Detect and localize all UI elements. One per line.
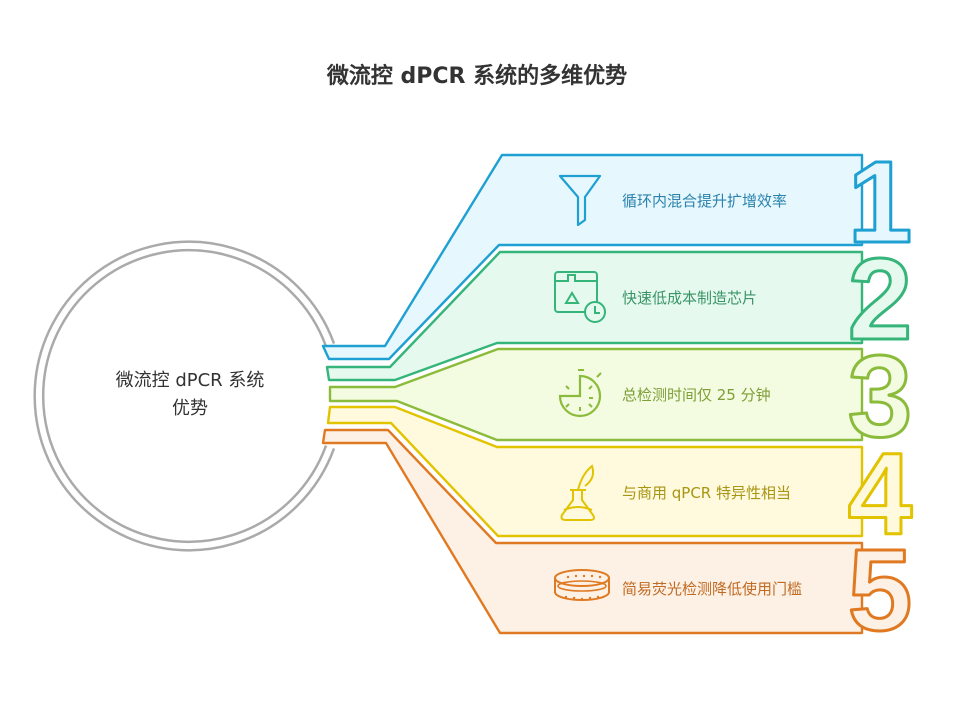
item-label-5: 简易荧光检测降低使用门槛 [622, 580, 802, 598]
number-1: 1 [848, 137, 913, 267]
number-5: 5 [848, 525, 913, 655]
number-3: 3 [848, 331, 913, 461]
diagram-title: 微流控 dPCR 系统的多维优势 [326, 63, 627, 89]
petri-dish-icon [554, 569, 610, 601]
advantage-item-2: 2 快速低成本制造芯片 [325, 233, 914, 382]
band-3 [328, 347, 864, 442]
advantage-item-1: 1 循环内混合提升扩增效率 [321, 136, 914, 361]
advantage-bands: 1 循环内混合提升扩增效率 2 快速低成本制造芯片 3 总检测时间仅 25 分钟 4 与商用 … [321, 136, 914, 657]
item-label-3: 总检测时间仅 25 分钟 [622, 386, 771, 404]
advantage-item-3: 3 总检测时间仅 25 分钟 [328, 330, 914, 463]
number-4: 4 [848, 429, 913, 559]
item-label-4: 与商用 qPCR 特异性相当 [622, 484, 791, 502]
stopwatch-icon [558, 369, 602, 418]
band-4 [326, 405, 864, 538]
number-2: 2 [848, 234, 913, 364]
center-ring-inner [36, 243, 333, 549]
flask-leaf-icon [560, 464, 595, 521]
center-label-line2: 优势 [172, 398, 208, 419]
center-label-line1: 微流控 dPCR 系统 [116, 370, 265, 391]
item-label-1: 循环内混合提升扩增效率 [622, 192, 787, 210]
advantage-item-5: 5 简易荧光检测降低使用门槛 [321, 428, 914, 657]
band-5 [321, 428, 864, 635]
chip-fabrication-clock-icon [554, 271, 606, 323]
advantage-item-4: 4 与商用 qPCR 特异性相当 [326, 405, 914, 561]
band-1 [321, 153, 864, 361]
item-label-2: 快速低成本制造芯片 [622, 289, 757, 307]
funnel-icon [558, 174, 602, 227]
